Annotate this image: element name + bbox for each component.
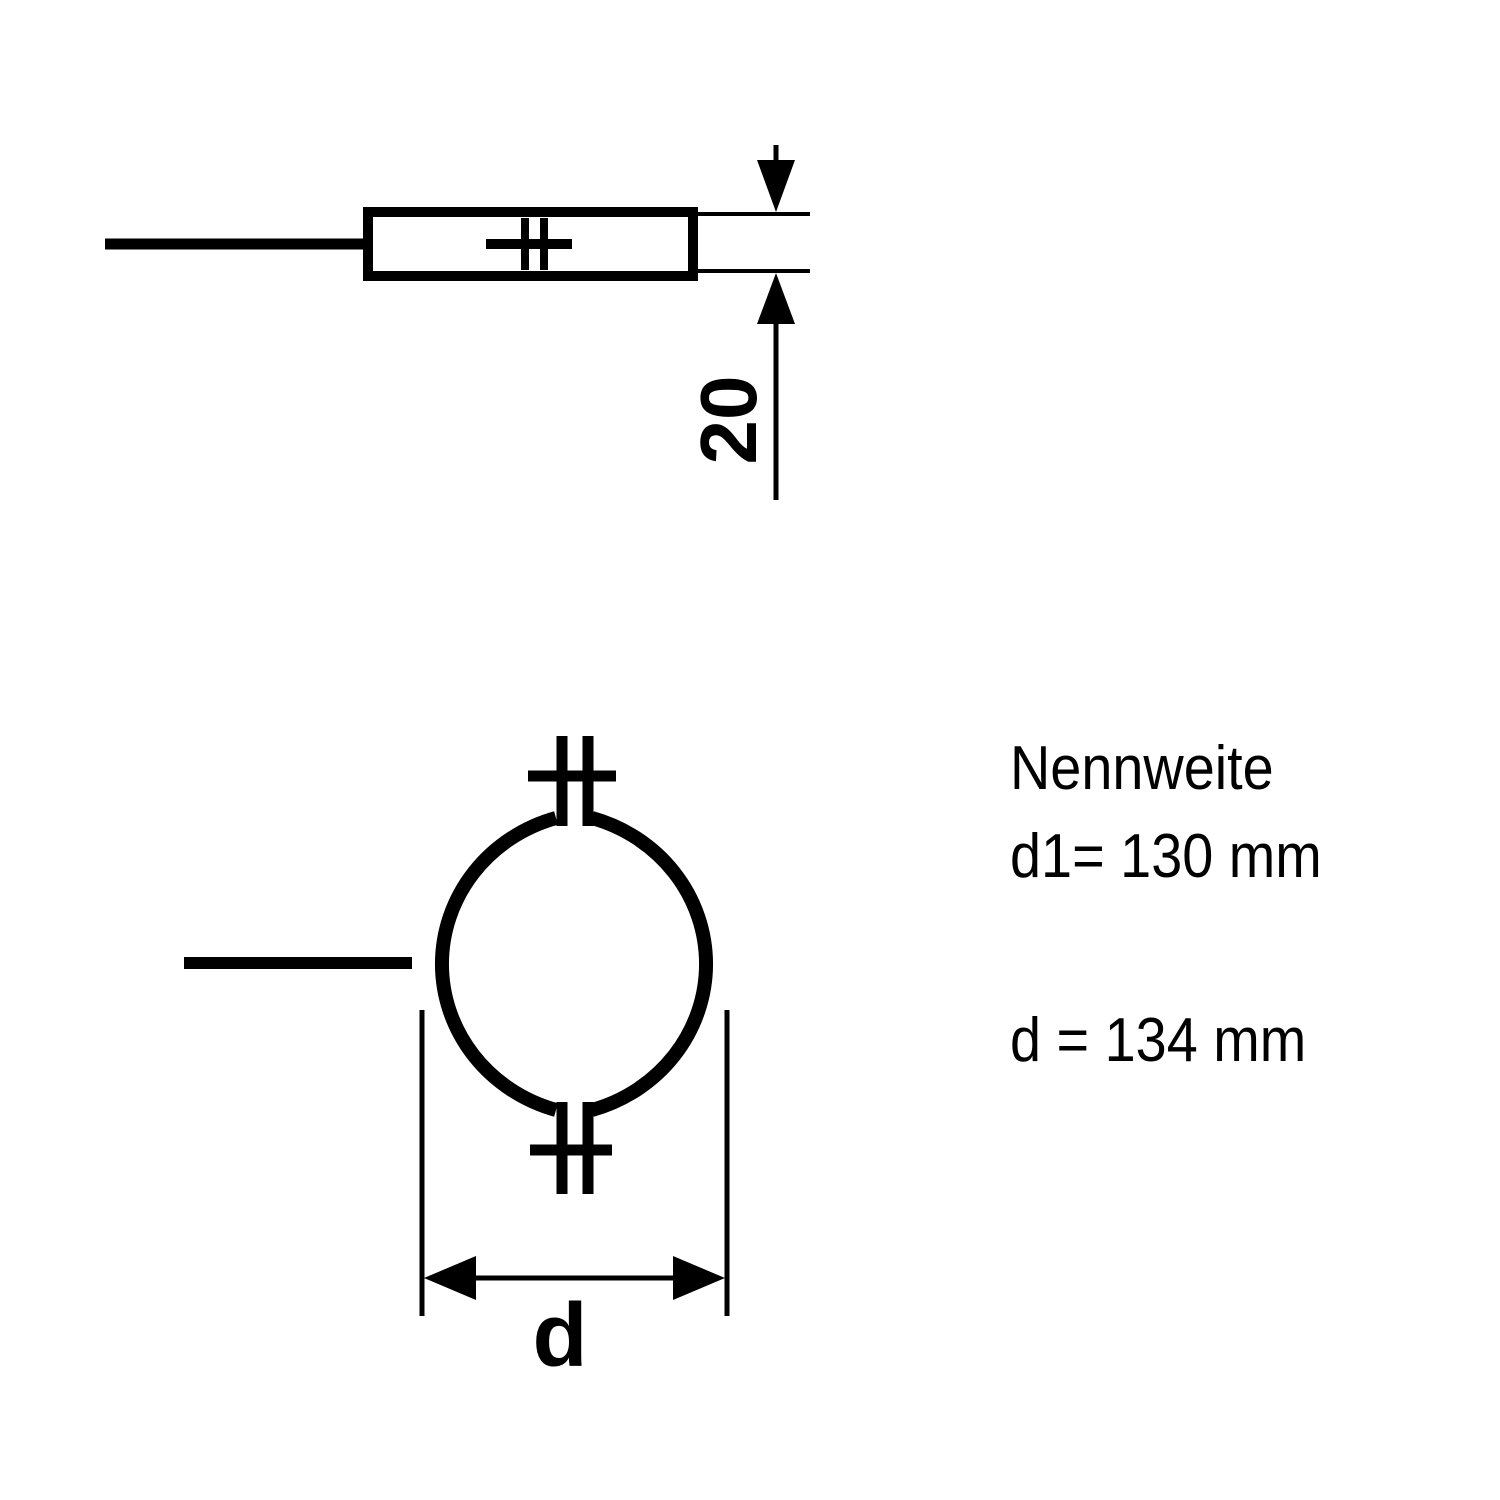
arrow-left-icon bbox=[424, 1256, 476, 1300]
arrow-right-icon bbox=[673, 1256, 725, 1300]
clamp-band-side bbox=[363, 207, 698, 281]
arrow-down-icon bbox=[757, 160, 795, 212]
spec-d: d = 134 mm bbox=[1010, 1006, 1307, 1075]
front-view bbox=[184, 736, 730, 1316]
height-dimension-label: 20 bbox=[684, 376, 773, 465]
top-view bbox=[105, 145, 810, 500]
clamp-ring-left bbox=[435, 811, 558, 1117]
arrow-up-icon bbox=[757, 273, 795, 324]
spec-nominal-size: Nennweite bbox=[1010, 734, 1274, 803]
spec-d1: d1= 130 mm bbox=[1010, 822, 1322, 891]
diameter-label: d bbox=[533, 1286, 588, 1386]
clamp-ring-right bbox=[590, 811, 713, 1117]
